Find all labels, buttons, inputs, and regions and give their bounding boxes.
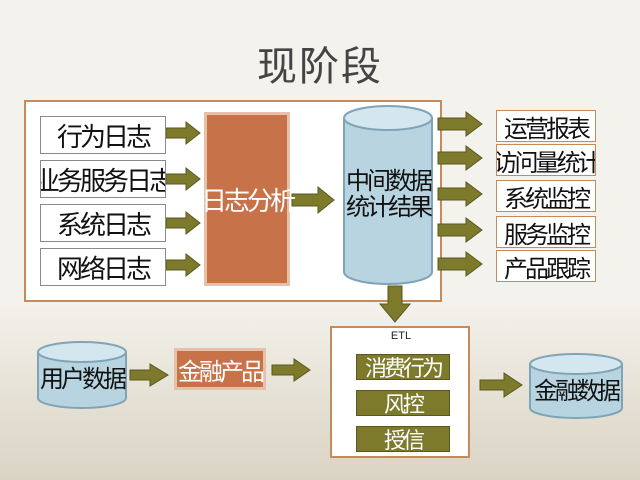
log-box-network: 网络日志 (40, 248, 166, 286)
log-box-business: 业务服务日志 (40, 160, 166, 198)
finance-product-block: 金融产品 (174, 348, 266, 390)
etl-item-risk-control: 风控 (356, 390, 450, 416)
storage-label: 中间数据 统计结果 (344, 164, 433, 224)
log-box-behavior: 行为日志 (40, 116, 166, 154)
arrow-user-product (129, 363, 169, 387)
arrow-storage-etl (378, 285, 412, 323)
output-traffic-stats: 访问量统计 (496, 144, 596, 176)
user-data-label: 用户数据 (40, 364, 127, 393)
etl-item-consumption: 消费行为 (356, 354, 450, 380)
output-product-tracking: 产品跟踪 (496, 250, 596, 282)
arrow-log-2 (165, 166, 201, 192)
arrow-out-3 (437, 181, 483, 207)
storage-label-line1: 中间数据 (346, 167, 433, 195)
arrow-out-2 (437, 145, 483, 171)
output-service-monitor: 服务监控 (496, 216, 596, 248)
user-data-cylinder (37, 341, 127, 409)
arrow-log-1 (165, 120, 201, 146)
arrow-log-4 (165, 252, 201, 278)
storage-cylinder (343, 105, 433, 285)
finance-data-cylinder (529, 353, 623, 419)
log-box-system: 系统日志 (40, 204, 166, 242)
arrow-out-4 (437, 217, 483, 243)
slide-title: 现阶段 (257, 44, 383, 90)
log-analysis-block: 日志分析 (201, 112, 296, 286)
arrow-analysis-storage (291, 185, 335, 215)
etl-item-credit: 授信 (356, 426, 450, 452)
finance-data-label: 金融数据 (534, 376, 621, 405)
arrow-product-etl (271, 358, 311, 382)
arrow-etl-finance (479, 372, 523, 398)
arrow-log-3 (165, 210, 201, 236)
output-ops-report: 运营报表 (496, 110, 596, 142)
etl-label: ETL (390, 330, 412, 342)
output-system-monitor: 系统监控 (496, 180, 596, 212)
arrow-out-1 (437, 111, 483, 137)
storage-label-line2: 统计结果 (346, 193, 433, 221)
arrow-out-5 (437, 251, 483, 277)
